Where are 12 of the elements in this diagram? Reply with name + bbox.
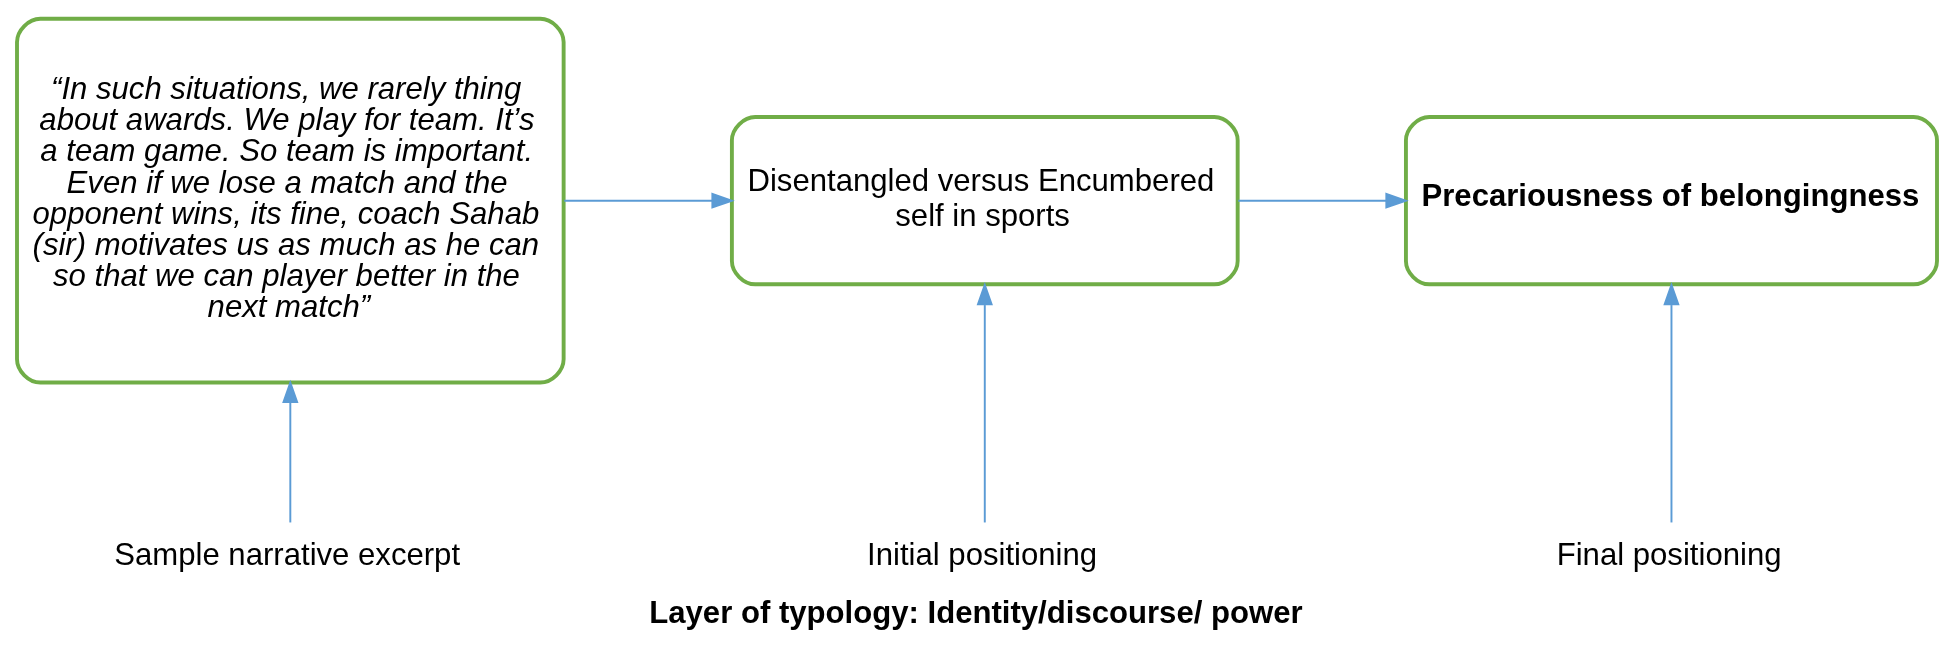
node-text: Initial positioning [867, 537, 1098, 573]
node-box: “In such situations, we rarely thing about awards. We play for team. It’s a team game. So team is important. Even if we lose a match and the opponent wins, its fine, coach Sahab (sir) motivates us as much as he can so that we can player better in the next match” [15, 16, 566, 385]
arrow [1663, 282, 1680, 524]
node-box: Precariousness of belongingness [1404, 115, 1939, 287]
node-box: Disentangled versus Encumbered self in sports [729, 115, 1240, 287]
caption: Layer of typology: Identity/discourse/ power [649, 595, 1303, 631]
node-text: Final positioning [1556, 537, 1782, 573]
node-text: Sample narrative excerpt [114, 537, 461, 573]
arrow [282, 379, 299, 524]
arrow [976, 282, 993, 524]
arrow [1237, 192, 1409, 209]
arrow [563, 192, 735, 209]
